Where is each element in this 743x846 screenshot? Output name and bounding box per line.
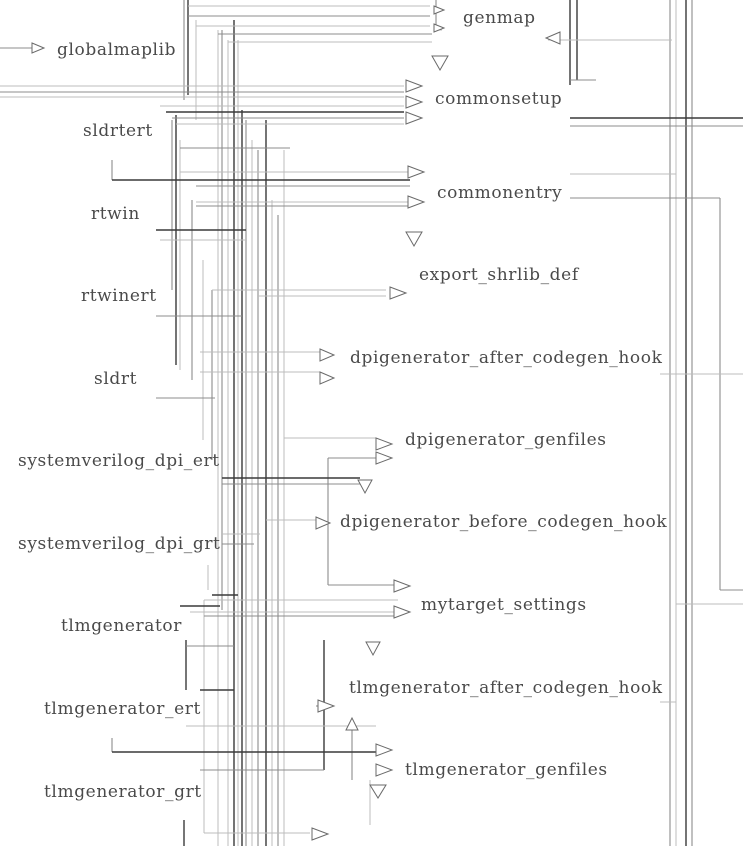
node-dpigenerator-genfiles: dpigenerator_genfiles: [405, 430, 607, 450]
node-dpigenerator-before-codegen-hook: dpigenerator_before_codegen_hook: [340, 512, 667, 532]
node-commonentry: commonentry: [437, 183, 562, 203]
node-rtwinert: rtwinert: [81, 286, 157, 306]
vertical-bus: [111, 0, 721, 846]
node-tlmgenerator-after-codegen-hook: tlmgenerator_after_codegen_hook: [349, 678, 663, 698]
node-export-shrlib-def: export_shrlib_def: [419, 265, 580, 285]
node-tlmgenerator-grt: tlmgenerator_grt: [44, 782, 202, 802]
arrowheads: [31, 5, 561, 841]
node-dpigenerator-after-codegen-hook: dpigenerator_after_codegen_hook: [350, 348, 663, 368]
node-rtwin: rtwin: [91, 204, 140, 224]
node-globalmaplib: globalmaplib: [57, 40, 176, 60]
node-systemverilog-dpi-grt: systemverilog_dpi_grt: [18, 534, 221, 554]
node-sldrt: sldrt: [94, 369, 137, 389]
horizontal-connectors: [0, 5, 743, 834]
node-tlmgenerator-genfiles: tlmgenerator_genfiles: [405, 760, 608, 780]
node-systemverilog-dpi-ert: systemverilog_dpi_ert: [18, 451, 220, 471]
node-sldrtert: sldrtert: [83, 121, 153, 141]
node-tlmgenerator-ert: tlmgenerator_ert: [44, 699, 201, 719]
node-commonsetup: commonsetup: [435, 89, 562, 109]
node-tlmgenerator: tlmgenerator: [61, 616, 182, 636]
node-genmap: genmap: [463, 8, 536, 28]
right-node-labels: genmap commonsetup commonentry export_sh…: [340, 8, 667, 780]
left-node-labels: globalmaplib sldrtert rtwin rtwinert sld…: [18, 40, 221, 802]
node-mytarget-settings: mytarget_settings: [421, 595, 587, 615]
